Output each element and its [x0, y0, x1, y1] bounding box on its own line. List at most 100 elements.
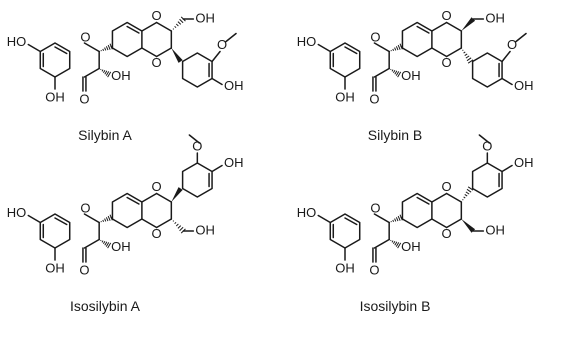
- c2-aryl-bond: [100, 214, 113, 223]
- c7-hydroxyl-bond: [27, 214, 42, 224]
- hydroxymethyl-label: OH: [485, 222, 505, 237]
- dioxane-bond: [155, 21, 173, 32]
- compound-name: Silybin A: [78, 127, 132, 143]
- ring-a: [329, 42, 361, 78]
- dioxane-bond: [141, 21, 158, 32]
- phenol-bond: [501, 164, 513, 173]
- phenol-bond: [211, 164, 223, 173]
- dioxane-oxygen-1-label: O: [442, 179, 452, 194]
- ring-c-bond: [83, 238, 100, 249]
- ring-oxygen-label: O: [80, 29, 90, 44]
- hydroxymethyl-label: OH: [195, 10, 215, 25]
- dioxane-bond: [141, 192, 158, 203]
- ring-c-bond: [373, 238, 390, 249]
- ring-oxygen-label: O: [370, 29, 380, 44]
- c2-aryl-bond: [390, 43, 403, 52]
- hydroxymethyl-hash: [172, 220, 186, 234]
- c5-hydroxyl-label: OH: [45, 260, 65, 275]
- ring-a: [39, 42, 71, 78]
- c3-hydroxyl-label: OH: [401, 239, 421, 254]
- ring-e: [471, 162, 503, 198]
- aryl-wedge: [171, 48, 183, 63]
- keto-oxygen-label: O: [369, 262, 379, 277]
- ring-b-double-bond: [416, 196, 430, 205]
- c7-hydroxyl-label: HO: [297, 34, 317, 49]
- ring-c-bond: [373, 42, 390, 53]
- aryl-wedge: [171, 187, 183, 202]
- methyl-bond: [478, 134, 491, 144]
- dioxane-bond: [445, 192, 463, 203]
- dioxane-bond: [445, 47, 463, 58]
- ring-b-double-bond: [126, 196, 140, 205]
- ring-b: [111, 21, 143, 58]
- c7-hydroxyl-bond: [317, 214, 332, 224]
- ring-c-bond: [83, 213, 100, 224]
- methoxy-oxygen-label: O: [192, 138, 202, 153]
- c3-hydroxyl-bond: [390, 68, 402, 78]
- dioxane-bond: [445, 218, 463, 229]
- keto-oxygen-label: O: [79, 262, 89, 277]
- ring-b-double-bond: [126, 25, 140, 34]
- ring-b: [111, 192, 143, 229]
- c5-hydroxyl-label: OH: [45, 89, 65, 104]
- ring-c-bond: [373, 213, 390, 224]
- dioxane-bond: [431, 47, 448, 58]
- dioxane-oxygen-1-label: O: [152, 8, 162, 23]
- ring-a-double-bond-2: [344, 46, 358, 55]
- methoxy-oxygen-label: O: [482, 138, 492, 153]
- phenol-label: OH: [514, 78, 534, 93]
- dioxane-oxygen-4-label: O: [152, 226, 162, 241]
- ring-c-bond: [83, 42, 100, 53]
- methoxy-bond: [211, 50, 221, 63]
- methoxy-oxygen-label: O: [217, 37, 227, 52]
- c7-hydroxyl-bond: [317, 43, 332, 53]
- c3-hydroxyl-bond: [100, 239, 112, 249]
- phenol-label: OH: [224, 155, 244, 170]
- dioxane-oxygen-1-label: O: [152, 179, 162, 194]
- c3-hydroxyl-bond: [390, 239, 402, 249]
- c7-hydroxyl-label: HO: [7, 205, 27, 220]
- c5-hydroxyl-label: OH: [335, 260, 355, 275]
- methyl-bond: [225, 32, 237, 43]
- ring-e: [181, 52, 213, 88]
- phenol-label: OH: [224, 78, 244, 93]
- aryl-hash: [462, 49, 474, 64]
- aryl-hash: [462, 186, 474, 201]
- ring-a: [39, 213, 71, 249]
- ring-b: [401, 192, 433, 229]
- dioxane-bond: [155, 47, 173, 58]
- phenol-bond: [211, 77, 223, 86]
- ring-c-bond: [83, 67, 100, 78]
- c3-hydroxyl-label: OH: [111, 68, 131, 83]
- compound-name: Isosilybin B: [360, 298, 431, 314]
- ring-oxygen-label: O: [370, 200, 380, 215]
- dioxane-oxygen-4-label: O: [442, 226, 452, 241]
- ring-a-double-bond-2: [54, 217, 68, 226]
- dioxane-bond: [431, 192, 448, 203]
- dioxane-bond: [431, 21, 448, 32]
- methoxy-oxygen-label: O: [507, 37, 517, 52]
- methyl-bond: [515, 32, 527, 43]
- dioxane-oxygen-4-label: O: [442, 55, 452, 70]
- ring-c-bond: [373, 67, 390, 78]
- c3-hydroxyl-bond: [100, 68, 112, 78]
- dioxane-bond: [155, 218, 173, 229]
- hydroxymethyl-wedge: [461, 219, 476, 233]
- ring-a-double-bond-2: [344, 217, 358, 226]
- c7-hydroxyl-bond: [27, 43, 42, 53]
- dioxane-bond: [141, 218, 158, 229]
- hydroxymethyl-label: OH: [195, 222, 215, 237]
- phenol-label: OH: [514, 155, 534, 170]
- methoxy-bond: [501, 50, 511, 63]
- ring-a: [329, 213, 361, 249]
- compound-name: Silybin B: [368, 127, 422, 143]
- hydroxymethyl-wedge: [461, 17, 476, 31]
- ring-a-double-bond-2: [54, 46, 68, 55]
- hydroxymethyl-label: OH: [485, 10, 505, 25]
- dioxane-bond: [155, 192, 173, 203]
- dioxane-bond: [431, 218, 448, 229]
